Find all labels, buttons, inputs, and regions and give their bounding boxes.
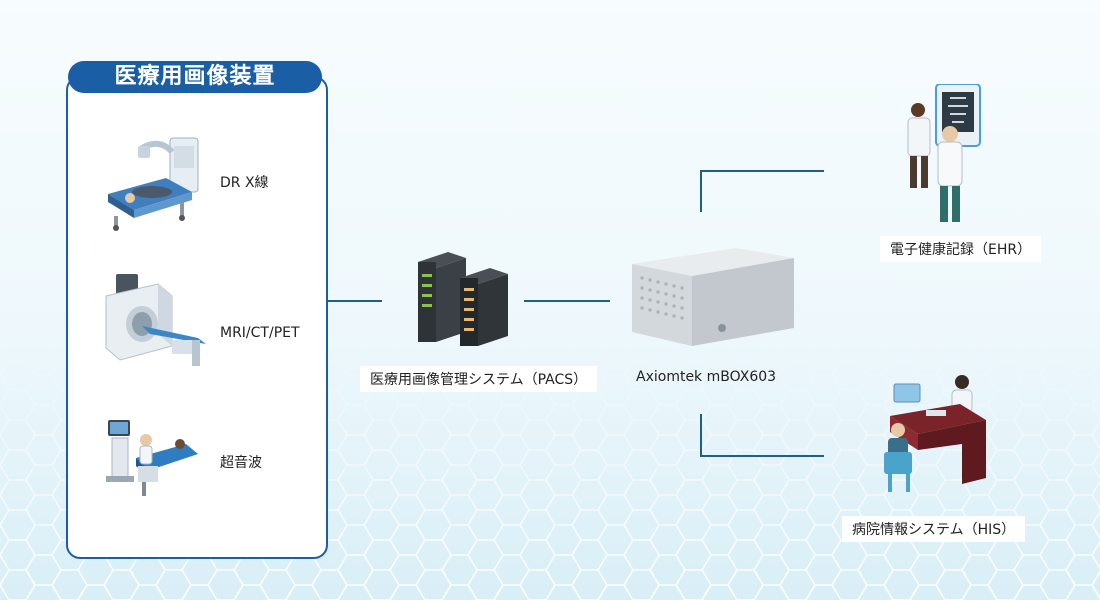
ehr-label: 電子健康記録（EHR） [880,236,1042,262]
device-label-mri: MRI/CT/PET [220,325,300,341]
connector-pacs-to-gateway [524,300,610,302]
pacs-label: 医療用画像管理システム（PACS） [360,366,598,392]
server-rack-icon [408,244,518,352]
connector-his-horizontal [700,455,824,457]
connector-his-vertical [700,414,702,456]
gateway-label: Axiomtek mBOX603 [636,369,777,385]
embedded-box-pc-icon [626,242,798,350]
mri-scanner-icon [102,268,210,372]
connector-panel-to-pacs [326,300,382,302]
ultrasound-icon [102,410,202,502]
device-label-xray: DR X線 [220,175,269,191]
xray-machine-icon [100,132,205,232]
device-label-ultrasound: 超音波 [220,455,262,471]
his-label: 病院情報システム（HIS） [842,516,1026,542]
doctors-viewing-xray-icon [888,83,996,230]
connector-ehr-vertical [700,170,702,212]
connector-ehr-horizontal [700,170,824,172]
panel-title: 医療用画像装置 [68,61,322,93]
hospital-reception-icon [880,374,992,494]
